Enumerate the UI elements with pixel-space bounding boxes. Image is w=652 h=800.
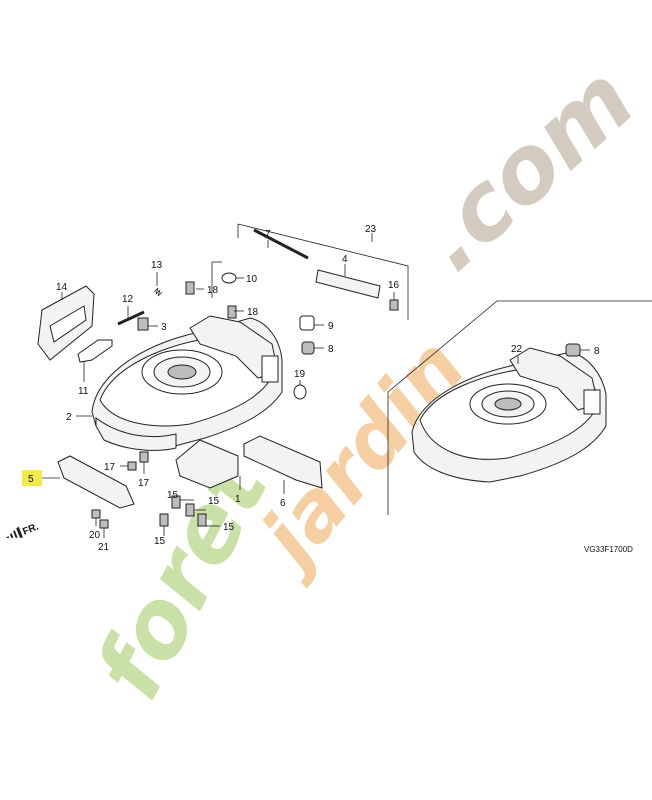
callout-10[interactable]: 10 <box>246 274 258 285</box>
part-13-spring <box>153 287 163 297</box>
part-15c-bolt <box>197 513 207 527</box>
callout-labels: 1 2 3 4 5 6 7 8 8 9 10 11 12 13 14 15 15… <box>28 224 600 553</box>
callout-2[interactable]: 2 <box>66 412 72 423</box>
part-15a-bolt <box>171 495 181 509</box>
leader-lines <box>42 240 590 538</box>
callout-17b[interactable]: 17 <box>138 478 150 489</box>
callout-19[interactable]: 19 <box>294 369 306 380</box>
callout-23[interactable]: 23 <box>365 224 377 235</box>
callout-6[interactable]: 6 <box>280 498 286 509</box>
part-3-clip <box>137 317 149 331</box>
part-18b-bolt <box>227 305 237 319</box>
callout-14[interactable]: 14 <box>56 282 68 293</box>
part-5-skirt <box>57 455 135 509</box>
callout-8b[interactable]: 8 <box>594 346 600 357</box>
part-7-rod <box>253 228 309 260</box>
part-20-nut <box>91 509 101 519</box>
callout-8a[interactable]: 8 <box>328 344 334 355</box>
part-15b-bolt <box>185 503 195 517</box>
part-6-bracket <box>243 435 323 489</box>
callout-21[interactable]: 21 <box>98 542 110 553</box>
mower-deck-detail-22 <box>411 347 607 483</box>
part-10-cap <box>221 272 237 284</box>
part-11-hinge <box>77 339 113 363</box>
mower-deck-main <box>91 315 283 451</box>
watermark-text-com: .com <box>398 46 652 292</box>
callout-22[interactable]: 22 <box>511 344 523 355</box>
deck-motor-hub <box>167 364 197 380</box>
part-12-pin <box>117 310 145 326</box>
callout-15a[interactable]: 15 <box>167 490 179 501</box>
callout-15d[interactable]: 15 <box>154 536 166 547</box>
callout-12[interactable]: 12 <box>122 294 134 305</box>
part-8a-grommet <box>301 341 315 355</box>
direction-marker: FR. <box>6 521 40 540</box>
callout-16[interactable]: 16 <box>388 280 400 291</box>
callout-17a[interactable]: 17 <box>104 462 116 473</box>
direction-label: FR. <box>21 521 40 537</box>
callout-18a[interactable]: 18 <box>207 285 219 296</box>
callout-4[interactable]: 4 <box>342 254 348 265</box>
part-16-nut <box>389 299 399 311</box>
part-14-rear-flap <box>37 285 95 361</box>
part-17a-nut <box>127 461 137 471</box>
part-9-grommet <box>299 315 315 331</box>
callout-15c[interactable]: 15 <box>223 522 235 533</box>
group-23-bracket <box>237 223 409 320</box>
callout-20[interactable]: 20 <box>89 530 101 541</box>
callout-11[interactable]: 11 <box>78 386 89 397</box>
part-15d-bolt <box>159 513 169 527</box>
part-4-plate <box>315 269 381 299</box>
deck-rear-bracket <box>261 355 279 383</box>
part-8b-grommet <box>565 343 581 357</box>
part-1-baffle <box>175 439 239 489</box>
callout-3[interactable]: 3 <box>161 322 167 333</box>
part-18a-bolt <box>185 281 195 295</box>
callout-5[interactable]: 5 <box>28 474 34 485</box>
part-17b-nut <box>139 451 149 463</box>
detail-separator-line <box>387 300 652 515</box>
callout-9[interactable]: 9 <box>328 321 334 332</box>
callout-13[interactable]: 13 <box>151 260 163 271</box>
callout-1[interactable]: 1 <box>235 494 241 505</box>
callout-15b[interactable]: 15 <box>208 496 220 507</box>
callout-7[interactable]: 7 <box>265 229 271 240</box>
callout-18b[interactable]: 18 <box>247 307 259 318</box>
diagram-code: VG33F1700D <box>584 545 633 554</box>
part-19-plug <box>293 384 307 400</box>
callout-5-highlight <box>22 470 42 486</box>
part-21-washer <box>99 519 109 529</box>
deck-front-skirt <box>95 417 177 451</box>
